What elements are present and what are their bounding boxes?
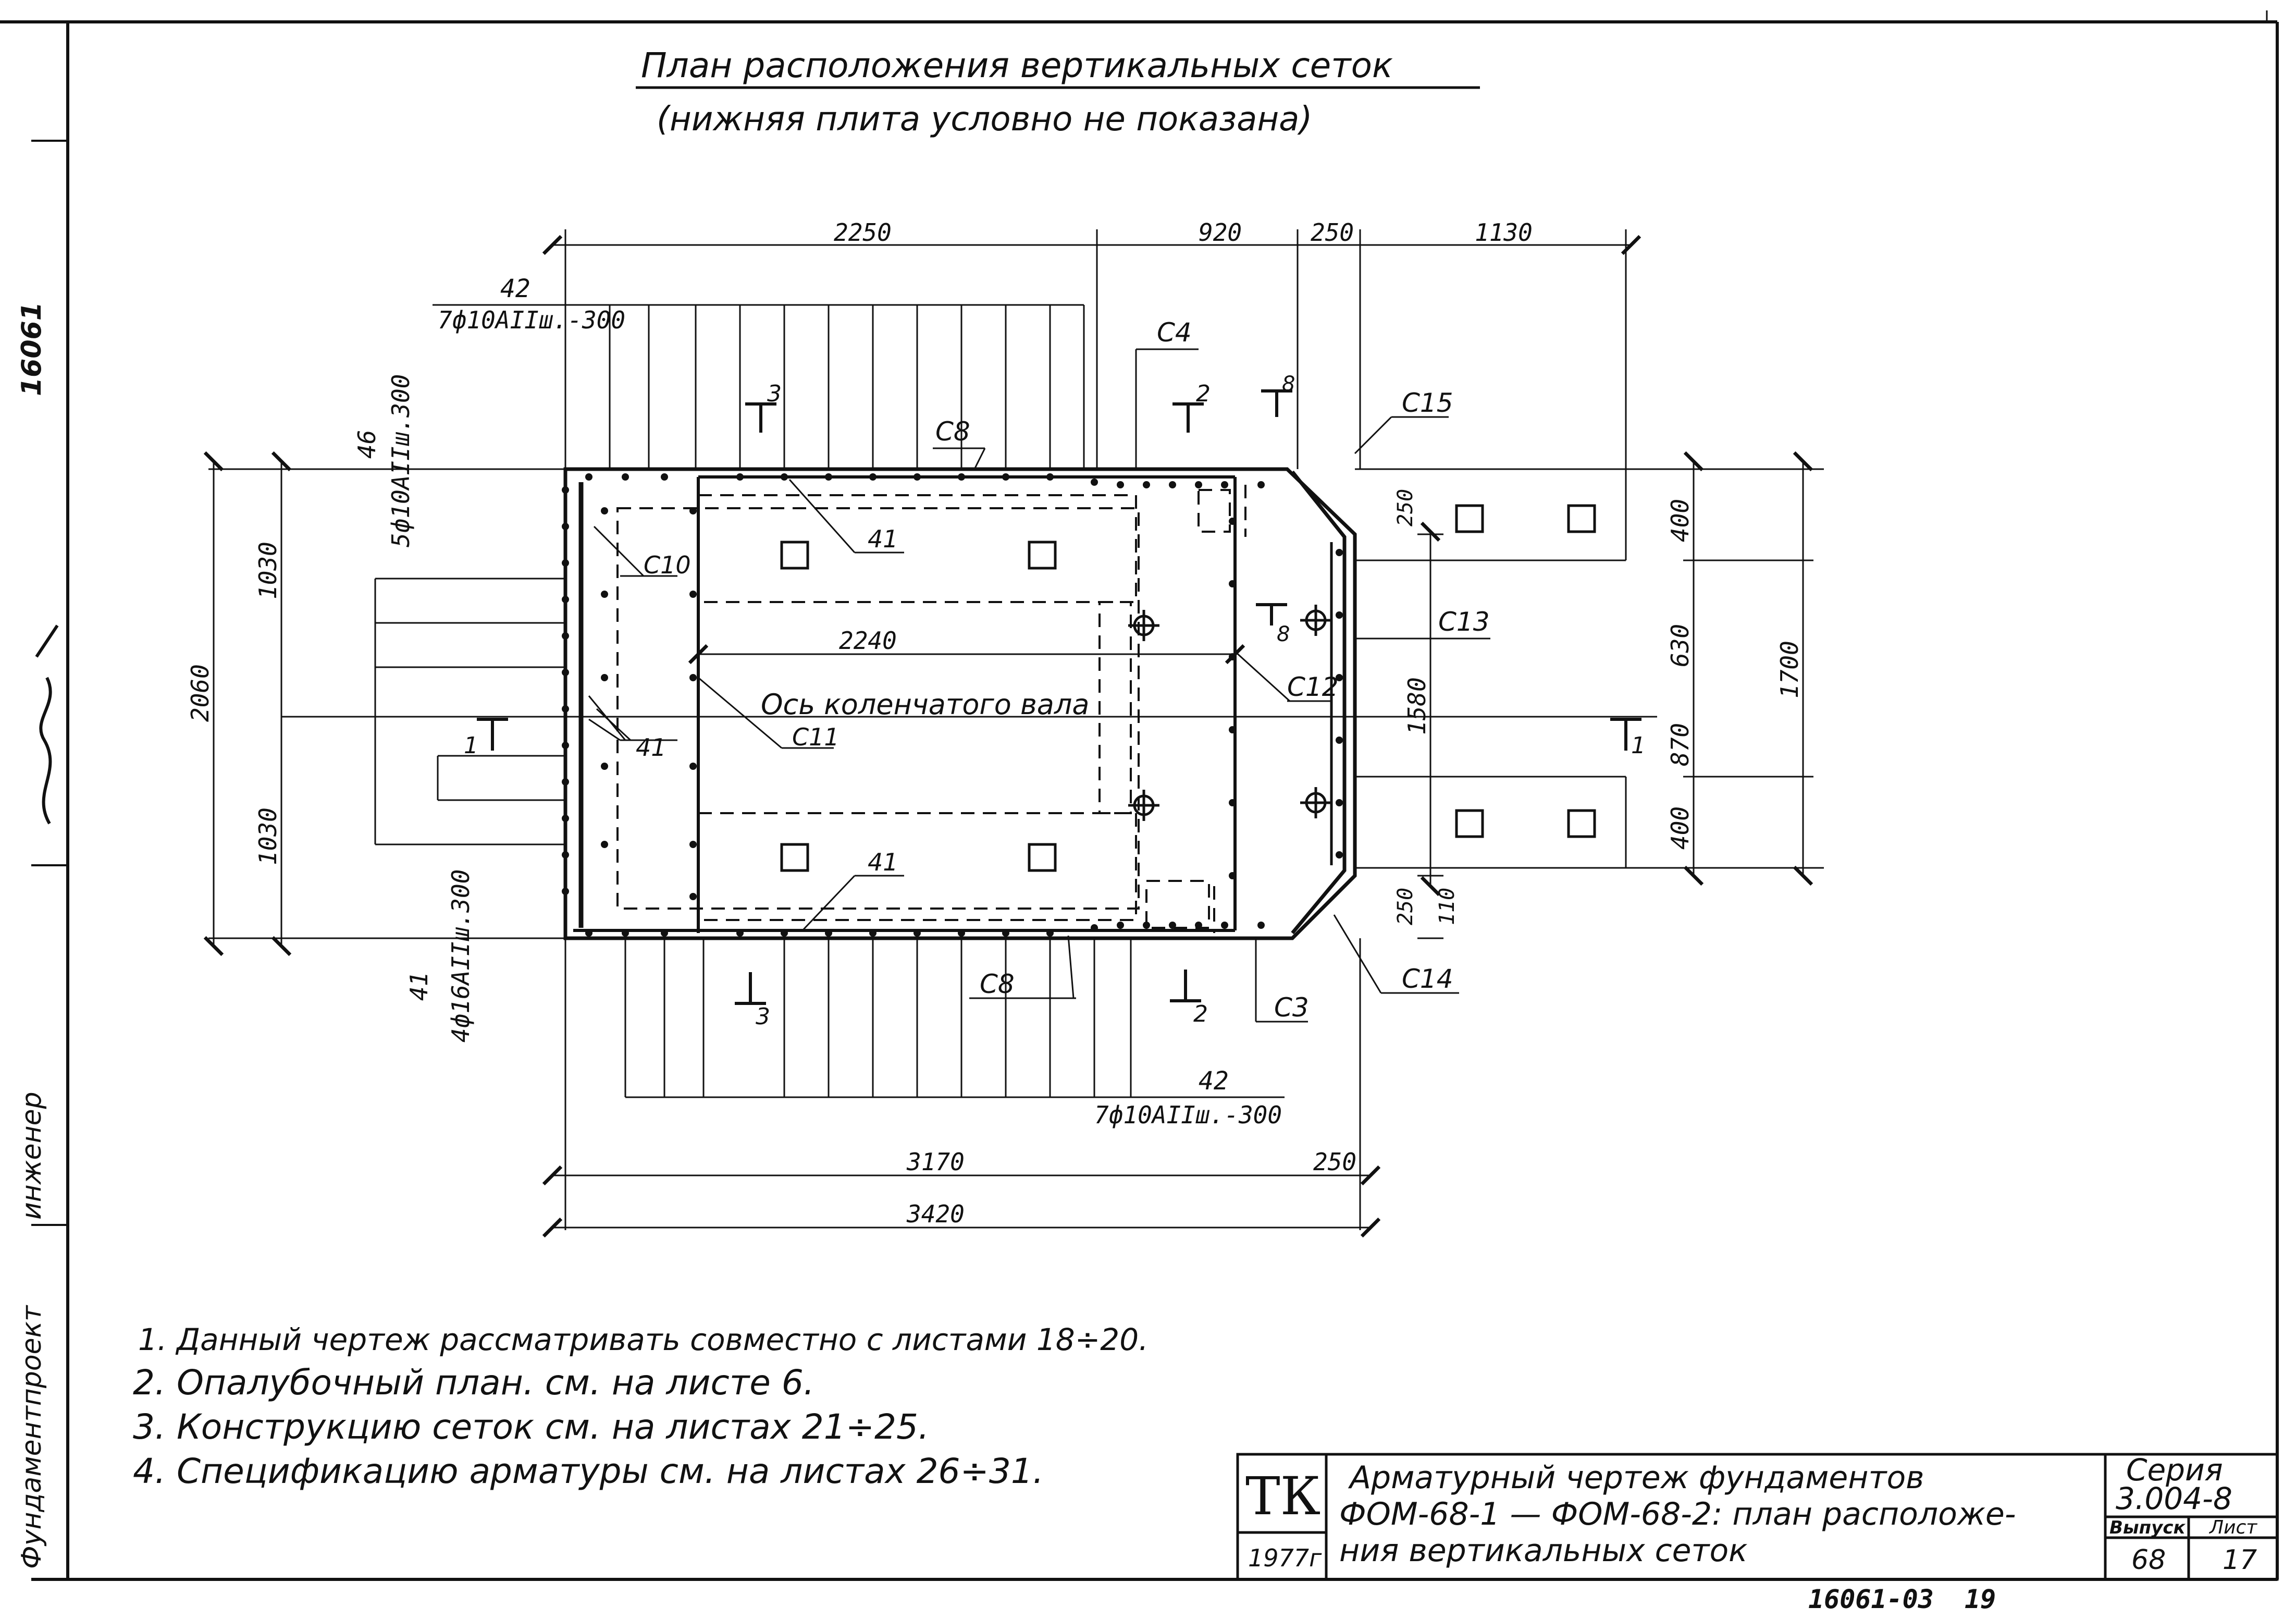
top-rebar-spec: 7ф10АIIш.-300 <box>438 306 625 334</box>
label-41-b: 41 <box>636 733 666 762</box>
side-role: инженер <box>16 1091 47 1220</box>
stamp-issue-label: Выпуск <box>2109 1517 2186 1538</box>
stamp-title-2: ФОМ-68-1 — ФОМ-68-2: план расположе- <box>1339 1496 2016 1532</box>
label-41-a: 41 <box>868 525 898 553</box>
drawing-title: План расположения вертикальных сеток <box>641 45 1393 85</box>
mesh-labels: C3 C4 C8 C8 C10 C11 C12 C13 C14 C15 41 4… <box>636 317 1490 1023</box>
dim-bottom-total: 3420 <box>906 1200 965 1228</box>
label-41-c: 41 <box>868 848 898 876</box>
section-2-top: 2 <box>1196 381 1211 407</box>
section-8-top: 8 <box>1282 372 1295 396</box>
footer-code: 16061-03 <box>1808 1584 1934 1614</box>
bottom-rebar-num: 42 <box>1199 1066 1229 1096</box>
stamp-title-1: Арматурный чертеж фундаментов <box>1348 1459 1924 1496</box>
dim-left-upper: 1030 <box>254 542 282 599</box>
label-c11: C11 <box>792 723 840 751</box>
left-bottom-spec: 4ф16АIIш.300 <box>447 869 475 1042</box>
label-c10: C10 <box>644 551 691 579</box>
left-bottom-num: 41 <box>405 972 433 1001</box>
stamp-sheet-value: 17 <box>2223 1544 2257 1576</box>
dim-top-2: 920 <box>1199 218 1242 247</box>
label-c13: C13 <box>1438 607 1490 637</box>
label-c8-bottom: C8 <box>980 969 1015 999</box>
section-1-right: 1 <box>1631 732 1646 759</box>
stamp-org: ТК <box>1245 1466 1320 1527</box>
dim-left-outer: 2060 <box>186 664 214 722</box>
dim-inner-right: 1580 <box>1403 677 1431 735</box>
dim-bottom-1: 3170 <box>906 1148 965 1176</box>
axis-label: Ось коленчатого вала <box>761 688 1089 721</box>
label-c12: C12 <box>1287 672 1339 702</box>
label-c4: C4 <box>1157 317 1192 348</box>
top-rebar-num: 42 <box>500 274 530 303</box>
note-1: 1. Данный чертеж рассматривать совместно… <box>138 1322 1149 1357</box>
dim-right-seg-1: 400 <box>1666 499 1694 542</box>
side-org: Фундаментпроект <box>16 1305 47 1569</box>
note-3: 3. Конструкцию сеток см. на листах 21÷25… <box>133 1407 929 1447</box>
footer-page: 19 <box>1965 1584 1996 1614</box>
left-top-num: 46 <box>353 430 381 459</box>
title-block: ТК 1977г Арматурный чертеж фундаментов Ф… <box>1236 1452 2279 1581</box>
dim-left-lower: 1030 <box>254 807 282 865</box>
section-8-mid: 8 <box>1277 622 1290 646</box>
dim-top-4: 1130 <box>1475 218 1533 247</box>
foundation-plan <box>203 229 1824 1238</box>
section-1-left: 1 <box>464 732 478 759</box>
label-c8-top: C8 <box>935 416 970 447</box>
notes: 1. Данный чертеж рассматривать совместно… <box>133 1322 1149 1491</box>
section-2-bottom: 2 <box>1193 1001 1208 1027</box>
label-c15: C15 <box>1402 388 1453 418</box>
dim-right-seg-2: 630 <box>1666 624 1694 667</box>
stamp-series-label: Серия <box>2126 1452 2223 1488</box>
label-c14: C14 <box>1402 964 1453 994</box>
dim-right-seg-4: 400 <box>1666 806 1694 850</box>
stamp-issue-value: 68 <box>2131 1544 2166 1576</box>
label-c3: C3 <box>1274 992 1309 1023</box>
rebar-callouts: 42 7ф10АIIш.-300 42 7ф10АIIш.-300 46 5ф1… <box>353 274 1282 1129</box>
section-3-top: 3 <box>767 381 782 407</box>
bottom-rebar-spec: 7ф10АIIш.-300 <box>1094 1101 1282 1129</box>
dim-right-seg-3: 870 <box>1666 723 1694 766</box>
note-4: 4. Спецификацию арматуры см. на листах 2… <box>133 1451 1044 1491</box>
dim-small-250-bottom: 250 <box>1393 888 1417 925</box>
dim-small-250-top: 250 <box>1393 489 1417 526</box>
dimension-labels: 2250 920 250 1130 3170 250 3420 2240 206… <box>186 218 1804 1228</box>
section-3-bottom: 3 <box>756 1003 770 1030</box>
dim-small-110: 110 <box>1435 888 1459 925</box>
section-marks: 3 2 8 8 3 2 1 1 <box>464 372 1646 1030</box>
dim-right-outer: 1700 <box>1775 641 1804 698</box>
side-strip: Фундаментпроект инженер 16061 <box>16 302 59 1569</box>
dim-top-3: 250 <box>1311 218 1354 247</box>
stamp-series-value: 3.004-8 <box>2116 1481 2232 1516</box>
side-signature <box>35 624 59 825</box>
dim-bottom-2: 250 <box>1313 1148 1356 1176</box>
dim-top-1: 2250 <box>834 218 892 247</box>
left-top-spec: 5ф10АIIш.300 <box>387 374 415 547</box>
dim-inner-2240: 2240 <box>839 627 897 655</box>
stamp-year: 1977г <box>1248 1544 1322 1572</box>
note-2: 2. Опалубочный план. см. на листе 6. <box>133 1363 814 1403</box>
side-number: 16061 <box>16 302 47 396</box>
stamp-title-3: ния вертикальных сеток <box>1339 1532 1747 1569</box>
drawing-subtitle: (нижняя плита условно не показана) <box>657 100 1312 139</box>
stamp-sheet-label: Лист <box>2208 1517 2257 1538</box>
